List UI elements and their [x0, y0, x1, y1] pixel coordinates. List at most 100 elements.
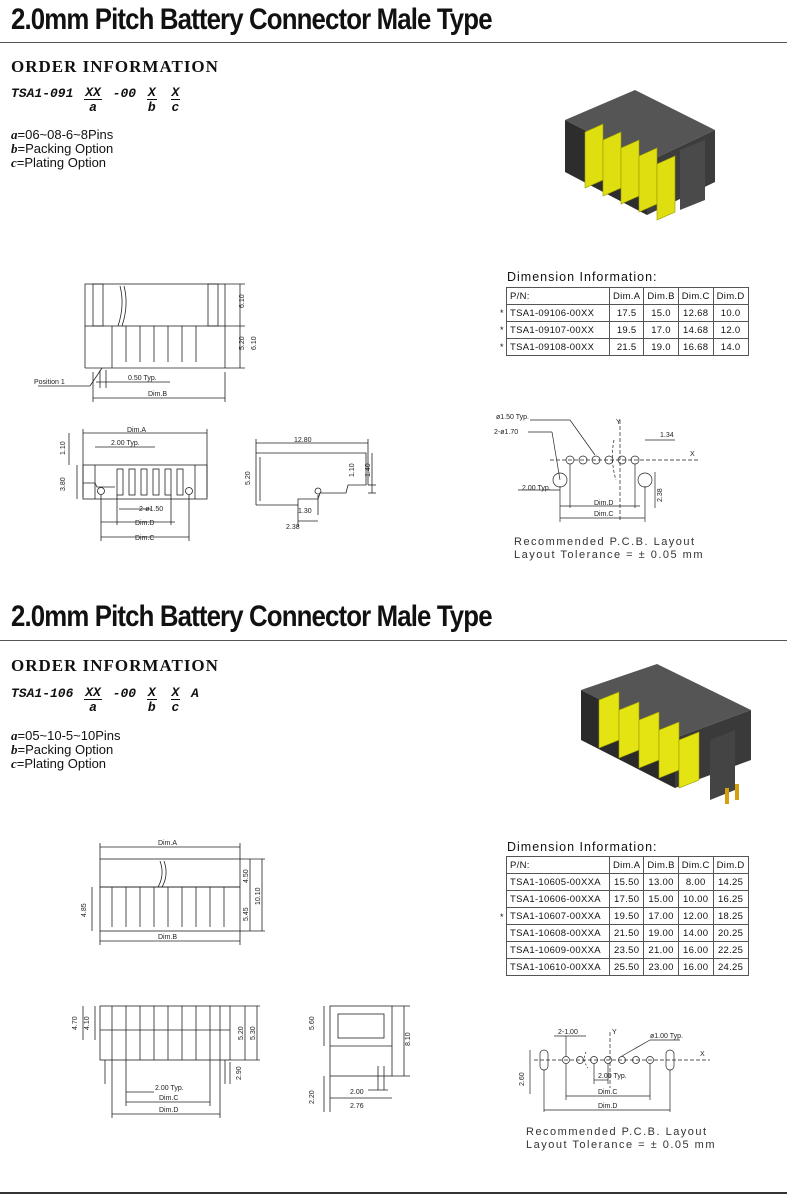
dim-450-label: 4.50 [243, 869, 250, 883]
table-cell: 8.00 [677, 873, 714, 891]
connector-photo-2 [581, 664, 751, 804]
table-row: TSA1-09108-00XX 21.5 19.0 16.68 14.0 [506, 338, 749, 356]
row-star: * [500, 308, 504, 318]
section2-order-heading: ORDER INFORMATION [11, 656, 219, 675]
table-cell: 15.0 [643, 304, 679, 322]
phi150-label: ø1.50 Typ. [496, 414, 529, 421]
axis-x-label: X [690, 451, 695, 458]
dim-610-label: 6.10 [239, 294, 246, 308]
page-bottom-rule [0, 1192, 787, 1194]
axis-x-label: X [700, 1051, 705, 1058]
table-cell: 19.00 [643, 924, 679, 942]
option-c: c=Plating Option [11, 756, 107, 771]
dimB-label: Dim.B [148, 391, 167, 398]
table-row: TSA1-10608-00XXA 21.50 19.00 14.00 20.25 [506, 924, 749, 942]
dim-470-label: 4.70 [72, 1016, 79, 1030]
dim-220-label: 2.20 [309, 1090, 316, 1104]
table-cell: 15.00 [643, 890, 679, 908]
phi100-label: ø1.00 Typ. [650, 1033, 683, 1040]
dimD-label: Dim.D [135, 520, 154, 527]
dimC-pcb-label: Dim.C [598, 1089, 617, 1096]
section2-side-view-drawing: 5.60 8.10 2.20 2.00 2.76 [309, 1005, 412, 1112]
table-cell: 19.0 [643, 338, 679, 356]
table-cell: 17.00 [643, 907, 679, 925]
dim-200-label: 2.00 [350, 1089, 364, 1096]
table-cell: 23.50 [608, 941, 645, 959]
dim-610b-label: 6.10 [251, 336, 258, 350]
table-cell: 19.5 [608, 321, 645, 339]
section1-title: 2.0mm Pitch Battery Connector Male Type [11, 3, 493, 36]
header-cell: P/N: [506, 287, 610, 305]
table-row: TSA1-10609-00XXA 23.50 21.00 16.00 22.25 [506, 941, 749, 959]
row-star: * [500, 342, 504, 352]
table-cell: TSA1-09108-00XX [506, 338, 610, 356]
table-cell: 21.00 [643, 941, 679, 959]
dim-520-label: 5.20 [239, 336, 246, 350]
dim-545-label: 5.45 [243, 907, 250, 921]
header-cell: Dim.D [712, 287, 749, 305]
dim-238b-label: 2.38 [657, 488, 664, 502]
section2-options: a=05~10-5~10Pins b=Packing Option c=Plat… [11, 729, 121, 771]
dimC-label: Dim.C [159, 1095, 178, 1102]
dim-810-label: 8.10 [405, 1032, 412, 1046]
dim-1280-label: 12.80 [294, 437, 312, 444]
dimB-label: Dim.B [158, 934, 177, 941]
table-cell: TSA1-10609-00XXA [506, 941, 610, 959]
pn-suffix: A [191, 686, 199, 701]
table-cell: 16.68 [677, 338, 714, 356]
header-cell: Dim.C [677, 287, 714, 305]
pitch-200-label: 2.00 Typ. [155, 1085, 184, 1092]
hole-150-label: 2-ø1.50 [139, 506, 163, 513]
dim-130-label: 1.30 [298, 508, 312, 515]
dimD-pcb-label: Dim.D [598, 1103, 617, 1110]
table-header-row: P/N: Dim.A Dim.B Dim.C Dim.D [506, 856, 749, 874]
section2-title: 2.0mm Pitch Battery Connector Male Type [11, 600, 493, 633]
pitch-200b-label: 2.00 Typ. [598, 1073, 627, 1080]
dim-2100-label: 2-1.00 [558, 1029, 578, 1036]
table-cell: 15.50 [608, 873, 645, 891]
pitch-200-label: 2.00 Typ. [111, 440, 140, 447]
table-cell: 16.00 [677, 941, 714, 959]
dimD-label: Dim.D [159, 1107, 178, 1114]
dim-110s-label: 1.10 [349, 463, 356, 477]
table-row: TSA1-10606-00XXA 17.50 15.00 10.00 16.25 [506, 890, 749, 908]
table-cell: 16.00 [677, 958, 714, 976]
table-cell: 18.25 [712, 907, 749, 925]
table-cell: 14.0 [712, 338, 749, 356]
table-cell: TSA1-10610-00XXA [506, 958, 610, 976]
dim-520-label: 5.20 [238, 1026, 245, 1040]
table-cell: 21.50 [608, 924, 645, 942]
section2-front-view-drawing: Dim.A 4.50 10.10 4.85 5.45 Dim.B [81, 840, 265, 945]
dimA-label: Dim.A [127, 427, 146, 434]
table-row: TSA1-09106-00XX 17.5 15.0 12.68 10.0 [506, 304, 749, 322]
table-cell: 17.5 [608, 304, 645, 322]
dim-260-label: 2.60 [519, 1072, 526, 1086]
dimD-pcb-label: Dim.D [594, 500, 613, 507]
dim-560-label: 5.60 [309, 1016, 316, 1030]
table-header-row: P/N: Dim.A Dim.B Dim.C Dim.D [506, 287, 749, 305]
option-b: b=Packing Option [11, 742, 114, 757]
dim-485-label: 4.85 [81, 903, 88, 917]
pcb-caption-line2: Layout Tolerance = ± 0.05 mm [526, 1139, 717, 1151]
pcb-caption-line2: Layout Tolerance = ± 0.05 mm [514, 549, 705, 561]
header-cell: P/N: [506, 856, 610, 874]
pitch-200b-label: 2.00 Typ. [522, 485, 551, 492]
section1-side-view-drawing: 12.80 5.20 1.10 1.40 1.30 2.38 [245, 437, 376, 531]
section1-pcb-caption: Recommended P.C.B. Layout Layout Toleran… [514, 536, 704, 562]
section1-title-rule [0, 42, 787, 43]
pcb-caption-line1: Recommended P.C.B. Layout [526, 1126, 708, 1138]
table-row: TSA1-09107-00XX 19.5 17.0 14.68 12.0 [506, 321, 749, 339]
dimC-pcb-label: Dim.C [594, 511, 613, 518]
dim-134-label: 1.34 [660, 432, 674, 439]
dim-530-label: 5.30 [250, 1026, 257, 1040]
dimA-label: Dim.A [158, 840, 177, 847]
table-cell: TSA1-10608-00XXA [506, 924, 610, 942]
table-cell: 20.25 [712, 924, 749, 942]
dimC-label: Dim.C [135, 535, 154, 542]
header-cell: Dim.C [677, 856, 714, 874]
section2-pcb-layout-drawing: 2-1.00 ø1.00 Typ. 2.60 2.00 Typ. Dim.C D… [519, 1029, 710, 1112]
